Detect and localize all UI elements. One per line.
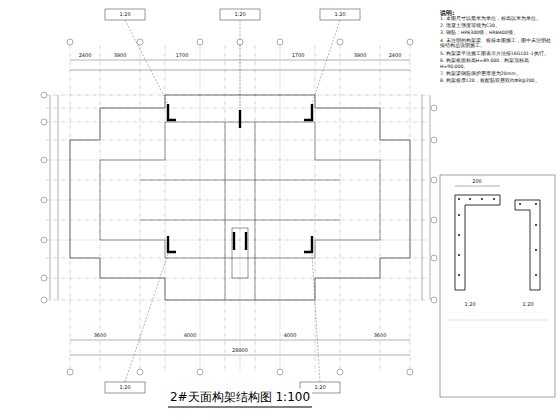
dimension: 2400 — [78, 53, 93, 59]
detail-tags — [105, 9, 360, 393]
dimension: 1700 — [175, 53, 190, 59]
note-text: 6. 构架板面标高H=89.000，构架顶标高H=90.000。 — [440, 58, 554, 69]
note-text: 8. 构架板厚120，板配筋双层双向Φ8@200。 — [440, 78, 554, 84]
detail-scale: 1:20 — [521, 302, 534, 308]
detail-scale: 1:20 — [233, 12, 246, 18]
note-text: 1. 本图尺寸以毫米为单位，标高以米为单位。 — [440, 16, 554, 22]
note-text: 5. 构架梁平法施工图表示方法按16G101-1执行。 — [440, 51, 554, 57]
notes-column: 1. 本图尺寸以毫米为单位，标高以米为单位。2. 混凝土强度等级为C30。3. … — [440, 16, 554, 85]
detail-scale: 1:20 — [313, 385, 326, 391]
note-text: 3. 钢筋：HPB300级，HRB400级。 — [440, 30, 554, 36]
dimension: 2400 — [388, 53, 403, 59]
dimension: 28800 — [231, 348, 249, 354]
note-text: 4. 未注明的构架梁、板按本图施工，图中未注明处按结构总说明施工。 — [440, 38, 554, 49]
dimension: 3900 — [353, 53, 368, 59]
grid-lines — [45, 45, 428, 372]
dimension: 1700 — [291, 53, 306, 59]
leader-lines — [125, 20, 340, 382]
detail-scale: 1:20 — [118, 385, 131, 391]
notes-heading: 说明: — [440, 10, 454, 17]
dimension: 3900 — [113, 53, 128, 59]
axis-bubbles — [41, 39, 437, 375]
dimension: 200 — [471, 179, 483, 185]
dimension: 3600 — [93, 333, 108, 339]
detail-scale: 1:20 — [118, 12, 131, 18]
dimension-lines — [50, 60, 430, 355]
building-outline — [70, 95, 410, 300]
frame-walls — [168, 104, 312, 252]
dimension: 4000 — [183, 333, 198, 339]
dimension: 3600 — [373, 333, 388, 339]
detail-scale: 1:20 — [463, 302, 476, 308]
detail-scale: 1:20 — [333, 12, 346, 18]
detail-panel — [440, 175, 555, 397]
note-text: 2. 混凝土强度等级为C30。 — [440, 23, 554, 29]
drawing-title: 2#天面构架结构图 1:100 — [168, 389, 312, 408]
note-text: 7. 构架梁钢筋保护层厚度为20mm。 — [440, 71, 554, 77]
dimension: 4000 — [283, 333, 298, 339]
